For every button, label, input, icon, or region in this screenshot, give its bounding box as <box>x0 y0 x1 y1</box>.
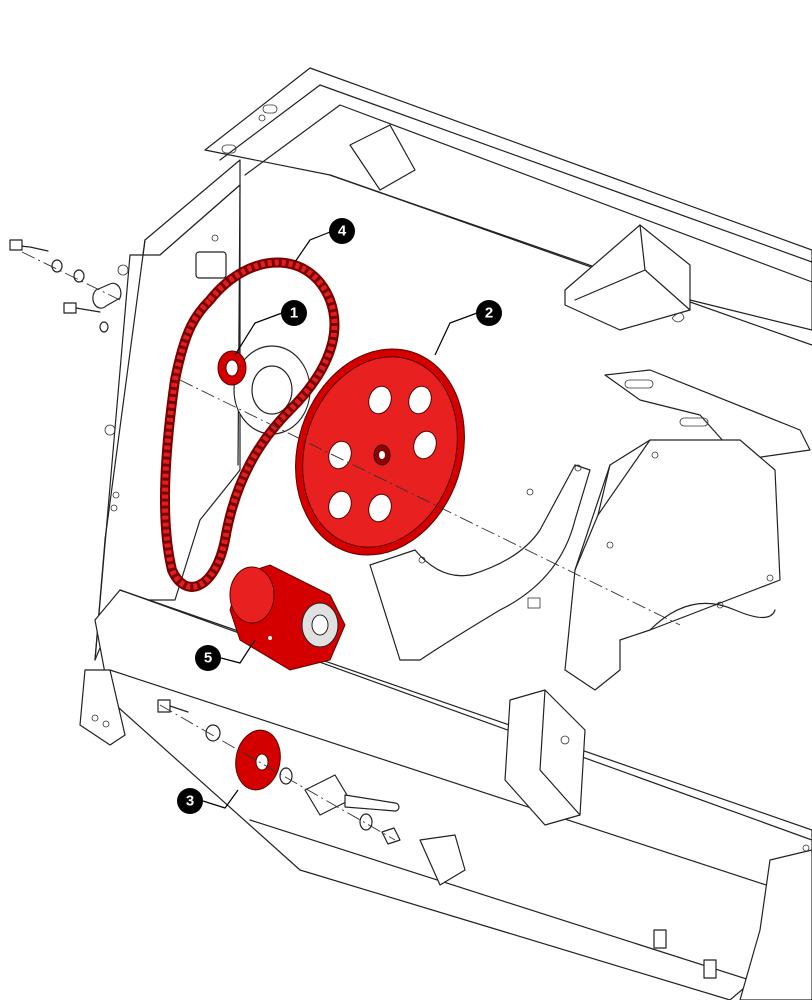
svg-text:2: 2 <box>485 305 493 322</box>
svg-text:1: 1 <box>290 305 298 322</box>
svg-text:3: 3 <box>186 793 194 810</box>
callout-5: 5 <box>195 639 256 671</box>
bolt-stack-upper <box>9 239 122 333</box>
machine-frame <box>9 67 812 1000</box>
callout-3: 3 <box>177 788 239 814</box>
small-sprocket <box>157 699 401 845</box>
roller-chain <box>159 257 340 592</box>
large-sprocket <box>295 348 465 556</box>
callout-2: 2 <box>434 300 502 356</box>
center-axes <box>159 379 681 841</box>
svg-text:4: 4 <box>338 223 347 240</box>
callout-1: 1 <box>234 300 307 356</box>
drive-components <box>157 257 465 845</box>
svg-text:5: 5 <box>204 650 212 667</box>
callout-4: 4 <box>294 218 355 263</box>
drive-hub <box>229 564 346 671</box>
